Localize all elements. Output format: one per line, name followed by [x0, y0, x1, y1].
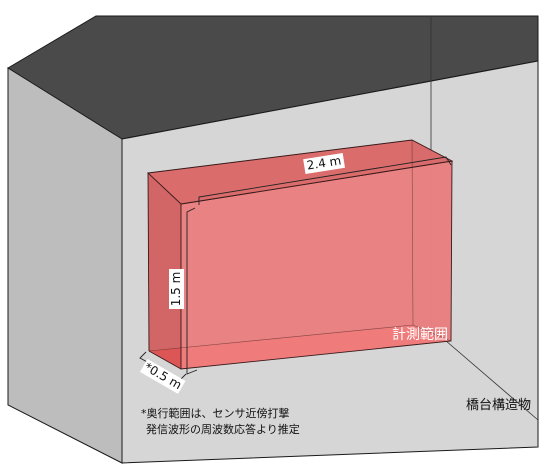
measurement-range-box — [139, 139, 454, 381]
range-edge — [147, 172, 150, 352]
range-edge — [411, 139, 414, 326]
range-edge — [148, 324, 414, 352]
structure-hidden-edge — [430, 327, 539, 421]
structure-label: 橋台構造物 — [466, 398, 531, 413]
width-dimension-bracket — [198, 156, 452, 205]
width-label: 2.4 m — [306, 153, 342, 172]
range-edge — [412, 324, 452, 342]
range-edge — [148, 350, 182, 370]
note-line-2: 発信波形の周波数応答より推定 — [146, 422, 300, 436]
height-label-bg — [169, 269, 184, 309]
range-top-face — [146, 139, 454, 205]
width-label-bg — [303, 152, 346, 175]
range-left-face — [148, 173, 181, 369]
height-dimension-bracket — [186, 207, 198, 375]
structure-left-face — [7, 67, 123, 464]
depth-label-bg — [139, 358, 186, 394]
note-line-1: *奥行範囲は、センサ近傍打撃 — [141, 406, 290, 420]
measurement-range-label: 計測範囲 — [392, 326, 448, 343]
height-label: 1.5 m — [169, 272, 183, 307]
